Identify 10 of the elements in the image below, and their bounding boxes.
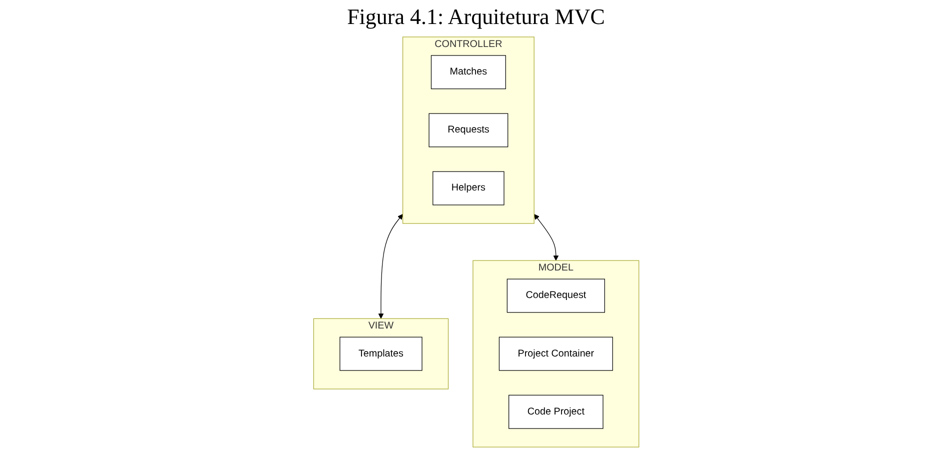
- node-box: Requests: [428, 113, 508, 148]
- arrow: [378, 214, 403, 319]
- node-box: CodeRequest: [506, 278, 605, 313]
- node-box: Helpers: [432, 171, 504, 206]
- diagram-title: Figura 4.1: Arquitetura MVC: [346, 4, 606, 30]
- node-box: Templates: [339, 336, 422, 371]
- arrow: [534, 214, 558, 261]
- node-box: Project Container: [498, 336, 613, 371]
- node-box: Code Project: [508, 394, 604, 429]
- node-box: Matches: [430, 55, 506, 90]
